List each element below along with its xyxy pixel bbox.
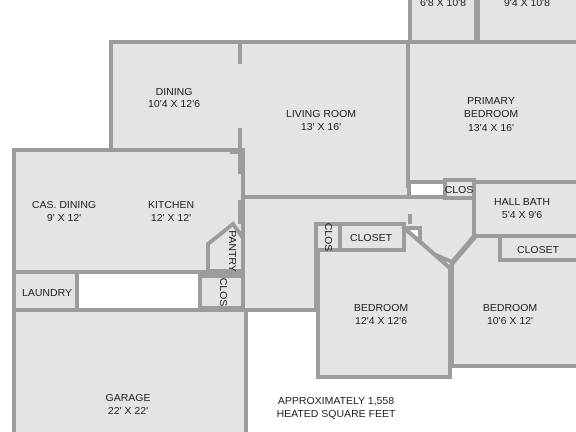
room-hall-bath xyxy=(472,180,576,238)
hall-bath-label: HALL BATH xyxy=(494,196,550,208)
garage-dims: 22' X 22' xyxy=(108,405,148,417)
bedroom-right-dims: 10'6 X 12' xyxy=(487,315,533,327)
clos-small-label: CLOS xyxy=(445,184,474,196)
bedroom-mid-dims: 12'4 X 12'6 xyxy=(355,315,407,327)
primary-bedroom-label-2: BEDROOM xyxy=(464,108,518,120)
closet-mid-label: CLOSET xyxy=(350,232,393,244)
primary-bedroom-label-1: PRIMARY xyxy=(467,95,515,107)
room-top-left-dims: 6'8 X 10'8 xyxy=(420,0,466,9)
square-feet-note-2: HEATED SQUARE FEET xyxy=(277,408,396,420)
room-primary-bedroom xyxy=(406,40,576,184)
dining-dims: 10'4 X 12'6 xyxy=(148,98,200,110)
wall-bedroom-angle xyxy=(401,225,453,271)
room-top-right-dims: 9'4 X 10'8 xyxy=(504,0,550,9)
room-clos-hall xyxy=(198,274,245,310)
wall-bath-angle xyxy=(449,233,479,267)
clos-vertical-label: CLOS xyxy=(322,223,334,252)
room-garage xyxy=(12,308,248,432)
bedroom-mid-label: BEDROOM xyxy=(354,302,408,314)
clos-hall-label: CLOS xyxy=(217,278,229,307)
pantry-label: PANTRY xyxy=(226,230,238,272)
living-room-label: LIVING ROOM xyxy=(286,108,356,120)
garage-label: GARAGE xyxy=(106,392,151,404)
primary-bedroom-dims: 13'4 X 16' xyxy=(468,122,514,134)
cas-dining-label: CAS. DINING xyxy=(32,199,96,211)
cas-dining-dims: 9' X 12' xyxy=(47,212,81,224)
closet-right-label: CLOSET xyxy=(517,244,560,256)
kitchen-dims: 12' X 12' xyxy=(151,212,191,224)
hall-bath-dims: 5'4 X 9'6 xyxy=(502,209,542,221)
room-bedroom-right xyxy=(450,234,576,368)
living-room-dims: 13' X 16' xyxy=(301,121,341,133)
bedroom-right-label: BEDROOM xyxy=(483,302,537,314)
room-kitchen-cas-dining xyxy=(12,148,245,274)
laundry-label: LAUNDRY xyxy=(22,287,72,299)
kitchen-label: KITCHEN xyxy=(148,199,194,211)
square-feet-note-1: APPROXIMATELY 1,558 xyxy=(278,395,394,407)
dining-label: DINING xyxy=(156,86,193,98)
room-pantry xyxy=(206,221,245,273)
room-top-right xyxy=(476,0,576,44)
